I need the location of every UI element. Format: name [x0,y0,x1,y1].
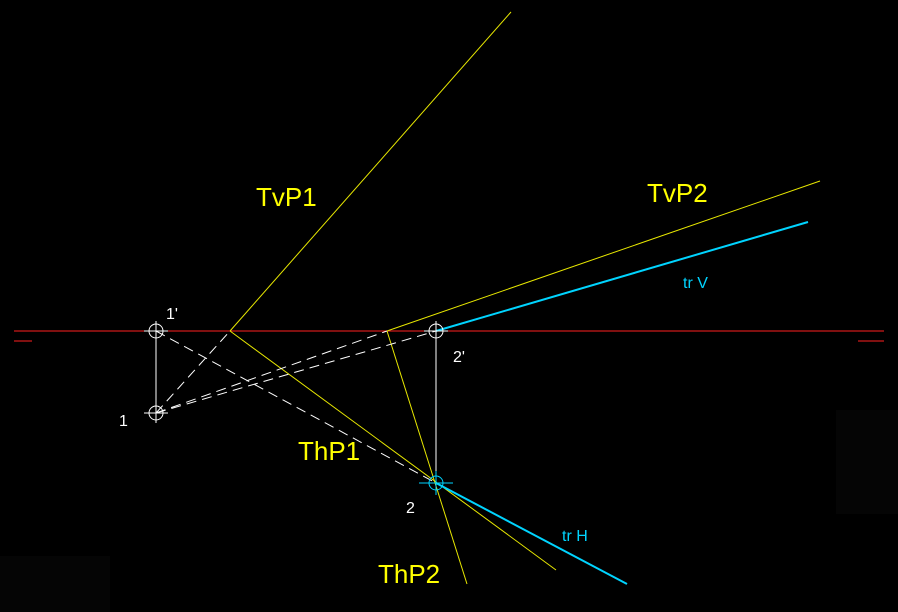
point-2-prime-marker [424,321,448,341]
tvp1-trace [229,11,512,332]
tr-h-label: tr H [562,528,588,545]
tvp2-label: TvP2 [647,178,708,208]
thp2-trace [386,330,468,585]
tvp1-label: TvP1 [256,182,317,212]
tr-v-line [435,221,809,332]
dark-panel-right [836,410,898,514]
point-1-prime-label: 1' [166,306,178,323]
tvp2-trace [386,180,821,332]
tr-v-label: tr V [683,275,708,292]
point-2-prime-label: 2' [453,349,465,366]
tr-h-line [435,482,628,585]
point-2-label: 2 [406,500,415,517]
point-2-marker [419,471,453,495]
point-1-label: 1 [119,413,128,430]
point-1-marker [144,403,168,423]
thp1-label: ThP1 [298,436,360,466]
construction-lines [155,330,437,484]
thp2-label: ThP2 [378,559,440,589]
dark-panel-bottom-left [0,556,110,612]
point-1-prime-marker [144,321,168,341]
ground-line [14,330,884,342]
thp1-trace [229,330,557,571]
